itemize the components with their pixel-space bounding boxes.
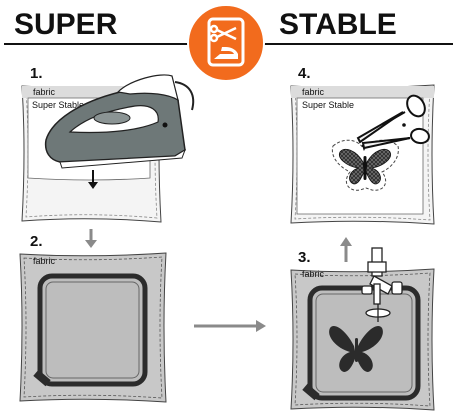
fabric-label-1: fabric (33, 87, 56, 97)
step-2: 2. fabric (19, 233, 167, 403)
header-right-word: STABLE (279, 8, 397, 41)
step-number-2: 2. (30, 233, 43, 250)
stabilizer-label-4: Super Stable (302, 100, 354, 110)
fabric-label-4: fabric (302, 87, 325, 97)
stabilizer-sheet-4 (296, 97, 424, 215)
step-number-3: 3. (298, 249, 311, 266)
step-4: 4. fabric Super Stable (290, 65, 435, 225)
scissors-icon-step-4 (356, 94, 430, 150)
arrow-3-to-4 (340, 237, 352, 262)
step-number-4: 4. (298, 65, 311, 82)
hoop-clamp-3 (302, 383, 320, 401)
hoop-clamp-2 (33, 369, 51, 387)
header-left-word: SUPER (14, 8, 118, 41)
iron-illustration (44, 74, 195, 169)
step-number-1: 1. (30, 65, 43, 82)
butterfly-icon (329, 326, 383, 372)
step-3: 3. fabric (290, 237, 435, 411)
fabric-label-2: fabric (33, 256, 56, 266)
stabilizer-label-1: Super Stable (32, 100, 84, 110)
iron-icon (214, 47, 238, 59)
header: SUPER STABLE (4, 4, 453, 82)
arrow-icon (88, 170, 98, 189)
step-1: 1. fabric Super Stable (21, 65, 195, 223)
stitched-butterfly (331, 139, 399, 191)
sewing-machine-foot-icon (361, 247, 403, 322)
fabric-label-3: fabric (302, 269, 325, 279)
arrow-2-to-3 (194, 320, 266, 332)
brand-logo (187, 4, 265, 82)
arrow-1-to-2 (85, 229, 97, 248)
embroidery-hoop-2 (37, 273, 148, 387)
scissors-icon (209, 24, 237, 43)
